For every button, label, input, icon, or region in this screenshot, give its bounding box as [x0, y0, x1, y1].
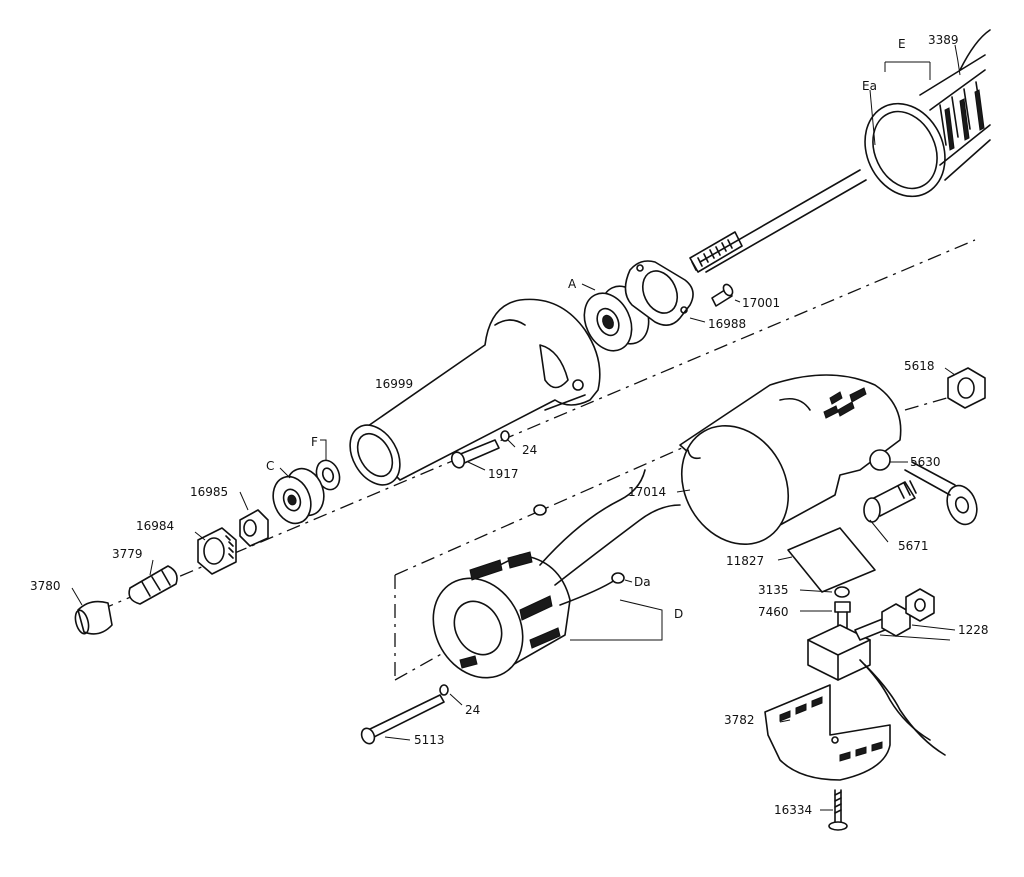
- bearing-plate: [624, 260, 694, 326]
- motor-housing: [679, 374, 902, 546]
- washer-right: [904, 461, 978, 526]
- switch-box: [807, 617, 946, 756]
- nuts-1228: [881, 588, 935, 637]
- label-1917: 1917: [488, 467, 519, 481]
- label-3779: 3779: [112, 547, 143, 561]
- bearing-a: [583, 285, 650, 352]
- bushing-5671: [863, 480, 917, 523]
- part-labels: 3389 E Ea A 17001 16988 16999 5618 24 F …: [30, 33, 989, 817]
- label-16999: 16999: [375, 377, 413, 391]
- washer-f: [315, 459, 341, 491]
- nameplate: [787, 527, 876, 593]
- label-16334: 16334: [774, 803, 812, 817]
- screw-5113: [360, 684, 449, 745]
- label-3135: 3135: [758, 583, 789, 597]
- label-C: C: [266, 459, 274, 473]
- label-3782: 3782: [724, 713, 755, 727]
- label-5630: 5630: [910, 455, 941, 469]
- label-E: E: [898, 37, 906, 51]
- label-5113: 5113: [414, 733, 445, 747]
- label-3780: 3780: [30, 579, 61, 593]
- armature-assembly: [689, 29, 991, 273]
- screw-16334: [828, 789, 848, 831]
- label-11827: 11827: [726, 554, 764, 568]
- label-1228: 1228: [958, 623, 989, 637]
- washer-3135: [834, 586, 850, 598]
- label-Ea: Ea: [862, 79, 877, 93]
- nut-16985: [239, 509, 269, 547]
- label-Da: Da: [634, 575, 651, 589]
- label-3389: 3389: [928, 33, 959, 47]
- label-D: D: [674, 607, 683, 621]
- bearing-c: [272, 467, 325, 525]
- label-17001: 17001: [742, 296, 780, 310]
- gear-case-housing: [349, 298, 601, 486]
- nut-5618: [947, 367, 986, 409]
- nut-16984: [197, 527, 237, 575]
- field-stator: [432, 469, 681, 679]
- label-7460: 7460: [758, 605, 789, 619]
- screw-17001: [711, 283, 734, 307]
- switch-cover: [764, 684, 891, 781]
- leader-lines: [71, 44, 961, 811]
- cap-3780: [74, 600, 113, 635]
- label-F: F: [311, 435, 318, 449]
- label-A: A: [568, 277, 577, 291]
- label-5671: 5671: [898, 539, 929, 553]
- collet-3779: [128, 565, 178, 605]
- screw-1917: [450, 430, 510, 469]
- label-17014: 17014: [628, 485, 666, 499]
- label-24-lower: 24: [465, 703, 480, 717]
- label-16985: 16985: [190, 485, 228, 499]
- label-24-upper: 24: [522, 443, 537, 457]
- label-16984: 16984: [136, 519, 174, 533]
- label-5618: 5618: [904, 359, 935, 373]
- label-16988: 16988: [708, 317, 746, 331]
